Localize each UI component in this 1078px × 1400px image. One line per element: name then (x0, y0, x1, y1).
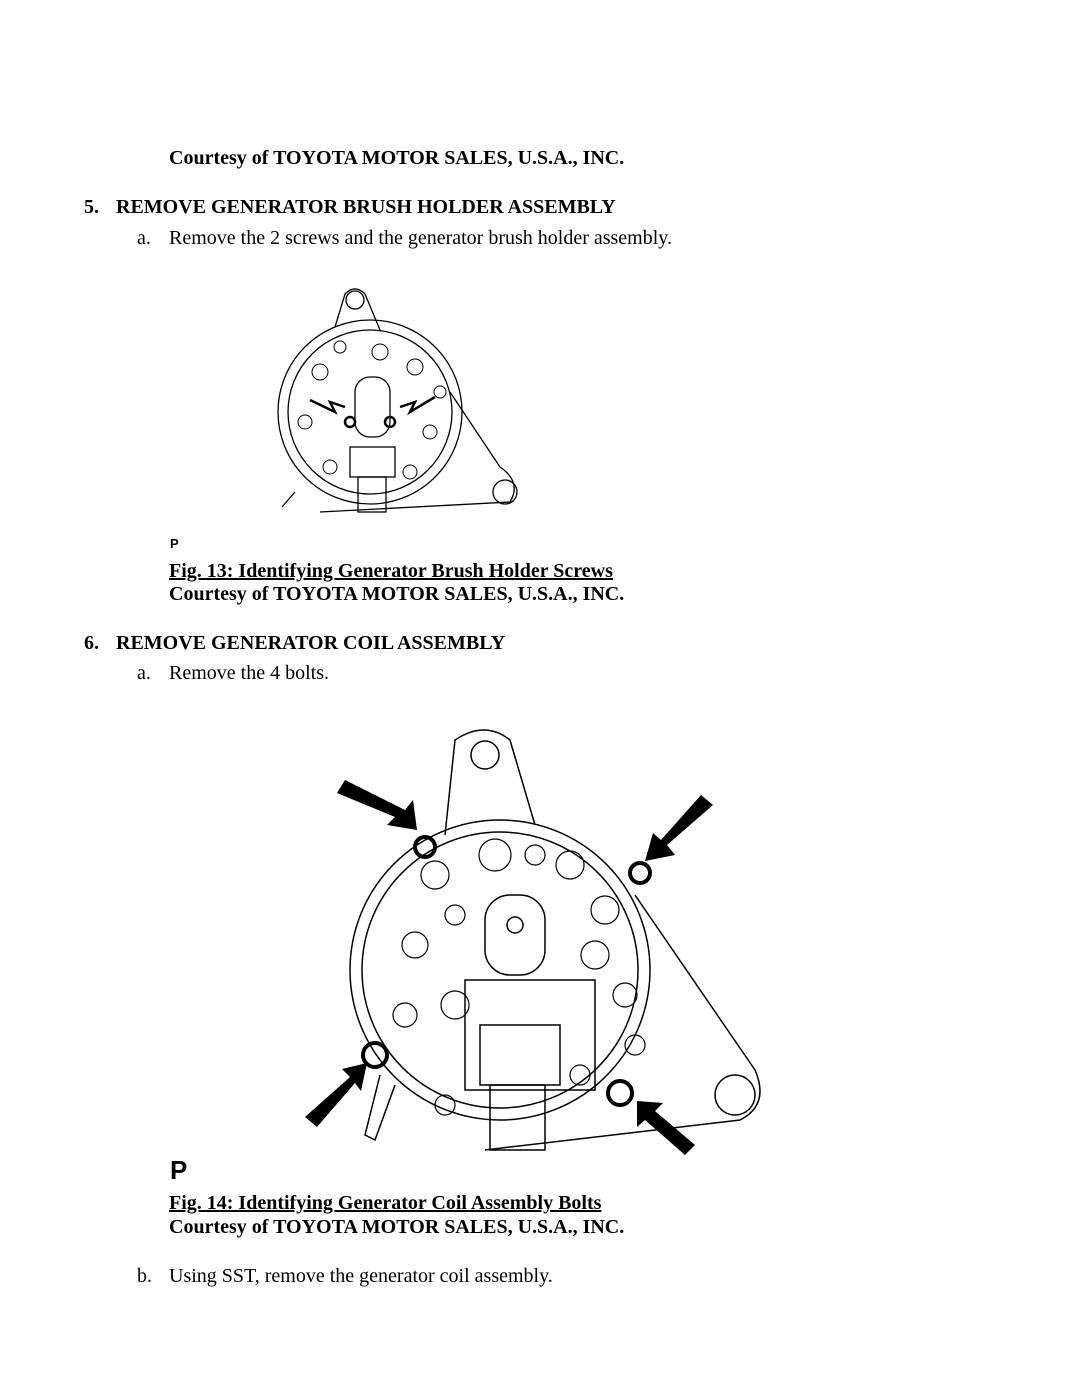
figure-label: P (170, 1155, 188, 1185)
generator-brush-holder-illustration (277, 288, 518, 513)
step-number: 6. (84, 632, 99, 654)
figure-courtesy: Courtesy of TOYOTA MOTOR SALES, U.S.A., … (169, 1216, 625, 1238)
substep-letter: a. (137, 662, 151, 684)
figure-courtesy: Courtesy of TOYOTA MOTOR SALES, U.S.A., … (169, 583, 625, 605)
step-number: 5. (84, 196, 99, 218)
step-title: REMOVE GENERATOR BRUSH HOLDER ASSEMBLY (116, 196, 616, 218)
figure-caption: Fig. 14: Identifying Generator Coil Asse… (169, 1192, 602, 1214)
figure-courtesy: Courtesy of TOYOTA MOTOR SALES, U.S.A., … (169, 147, 625, 169)
generator-coil-illustration (305, 729, 761, 1155)
substep-letter: b. (137, 1265, 152, 1287)
figure-label: P (170, 536, 179, 551)
substep-text: Using SST, remove the generator coil ass… (169, 1265, 553, 1287)
figure-caption: Fig. 13: Identifying Generator Brush Hol… (169, 560, 613, 582)
substep-text: Remove the 2 screws and the generator br… (169, 227, 672, 249)
substep-text: Remove the 4 bolts. (169, 662, 329, 684)
substep-letter: a. (137, 227, 151, 249)
step-title: REMOVE GENERATOR COIL ASSEMBLY (116, 632, 506, 654)
